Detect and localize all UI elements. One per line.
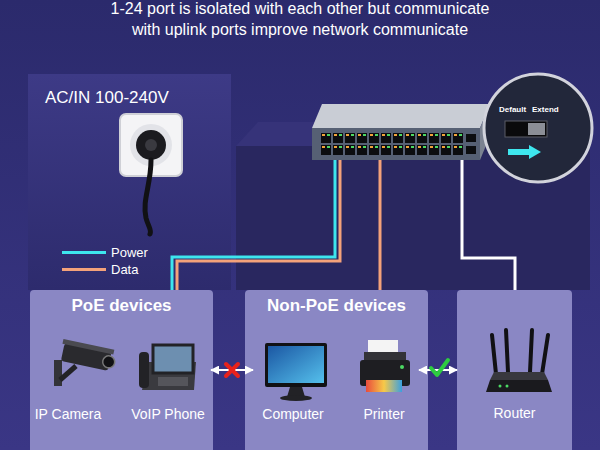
power-input-label: AC/IN 100-240V — [45, 88, 169, 108]
printer-icon — [360, 340, 410, 392]
panel-heading: Non-PoE devices — [267, 296, 406, 316]
device-label: Printer — [363, 406, 404, 423]
blocked-cross — [226, 364, 238, 376]
panel-heading: Router — [493, 405, 535, 422]
switch-cables — [172, 160, 515, 290]
router-icon — [486, 330, 552, 392]
switch-mode-label: Default — [499, 105, 526, 115]
device-group-panel: Router — [457, 290, 572, 450]
device-box: IP Camera — [30, 340, 106, 425]
legend-row: Power — [62, 244, 148, 261]
mode-switch-inset — [484, 74, 592, 182]
panel-fill — [30, 290, 213, 450]
panel-fills — [30, 290, 572, 450]
legend-swatch — [62, 251, 106, 254]
legend-row: Data — [62, 261, 148, 278]
device-group-panel: Non-PoE devicesComputer Printer — [245, 290, 428, 450]
device-label: IP Camera — [35, 406, 102, 423]
diagram-title: 1-24 port is isolated with each other bu… — [102, 0, 498, 40]
device-box: Computer — [253, 340, 333, 425]
switch-mode-label: Extend — [532, 105, 559, 115]
device-group-panel: PoE devices IP Camera VoIP Phone — [30, 290, 213, 450]
panel-fill — [245, 290, 428, 450]
ip-camera-icon — [54, 339, 117, 386]
legend-text: Power — [111, 245, 148, 261]
device-label: VoIP Phone — [131, 406, 205, 423]
legend-text: Data — [111, 262, 138, 278]
panel-fill — [457, 290, 572, 450]
device-box: VoIP Phone — [125, 340, 211, 425]
legend: PowerData — [62, 244, 148, 278]
voip-phone-icon — [139, 345, 196, 390]
panel-heading: PoE devices — [71, 296, 171, 316]
wall-socket — [120, 114, 182, 234]
computer-icon — [265, 343, 327, 401]
allowed-check — [431, 360, 448, 375]
device-label: Computer — [262, 406, 323, 423]
legend-swatch — [62, 268, 106, 271]
network-switch — [312, 104, 490, 160]
device-box: Printer — [349, 340, 419, 425]
